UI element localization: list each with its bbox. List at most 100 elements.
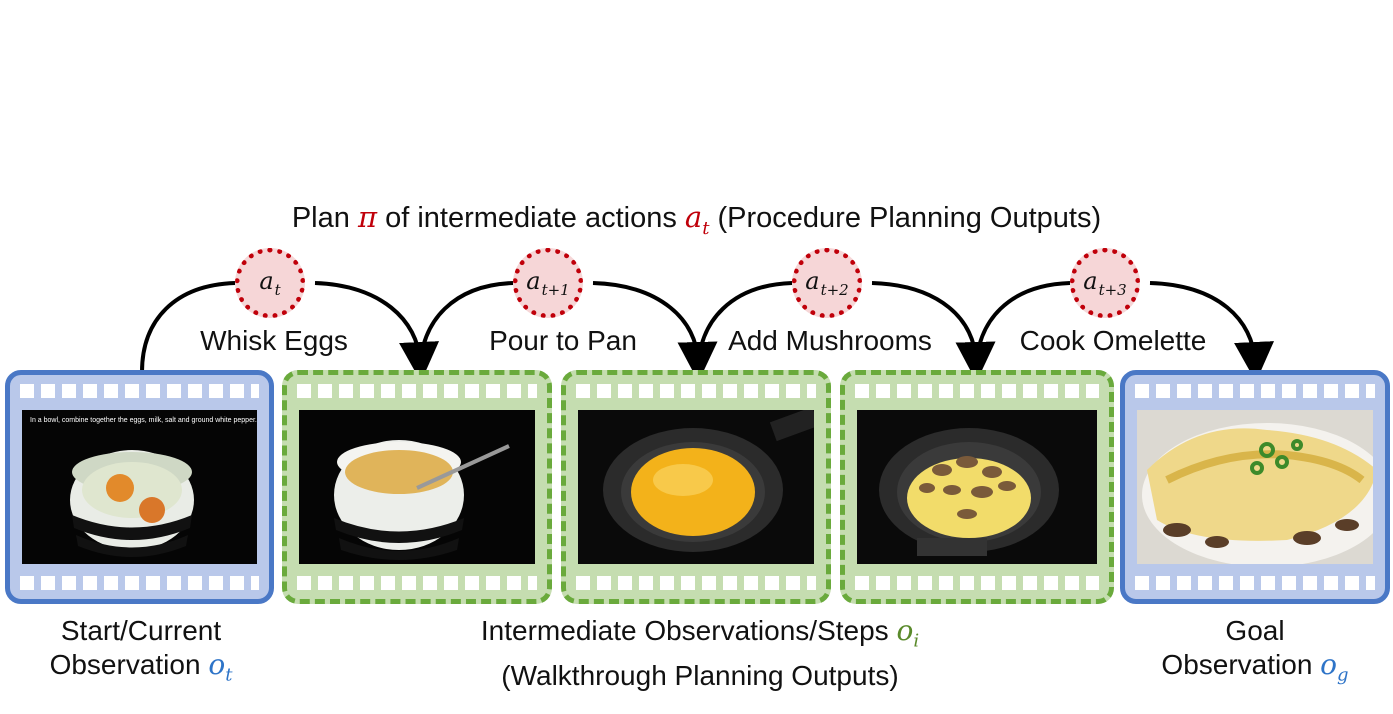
goal-observation-caption: Goal Observation og (1120, 614, 1390, 693)
film-hole (1023, 576, 1037, 590)
film-hole (167, 384, 181, 398)
film-hole (1345, 576, 1359, 590)
goal-observation-frame (1120, 370, 1390, 604)
start-image-caption: In a bowl, combine together the eggs, mi… (30, 417, 257, 424)
start-observation-caption: Start/Current Observation ot (0, 614, 282, 693)
action-node-3: at+3 (1070, 248, 1140, 318)
film-hole (297, 576, 311, 590)
film-hole (1219, 384, 1233, 398)
film-hole (765, 576, 779, 590)
action-label-3: Cook Omelette (983, 325, 1243, 357)
film-holes-bottom (20, 576, 259, 590)
film-hole (230, 384, 244, 398)
film-hole (1240, 576, 1254, 590)
film-hole (660, 576, 674, 590)
film-hole (444, 384, 458, 398)
film-hole (1366, 576, 1375, 590)
film-hole (209, 384, 223, 398)
film-hole (960, 576, 974, 590)
start-observation-image: In a bowl, combine together the eggs, mi… (22, 410, 257, 564)
film-hole (1156, 384, 1170, 398)
film-hole (188, 384, 202, 398)
film-hole (402, 384, 416, 398)
film-hole (381, 576, 395, 590)
film-hole (230, 576, 244, 590)
film-hole (83, 576, 97, 590)
film-hole (765, 384, 779, 398)
film-hole (1065, 576, 1079, 590)
film-hole (1303, 576, 1317, 590)
action-label-2: Add Mushrooms (700, 325, 960, 357)
film-hole (897, 576, 911, 590)
film-hole (1044, 576, 1058, 590)
film-hole (1086, 384, 1099, 398)
intermediate-observation-frame-1 (282, 370, 552, 604)
film-hole (1198, 576, 1212, 590)
film-hole (146, 576, 160, 590)
film-hole (444, 576, 458, 590)
intermediate-observation-frame-3 (840, 370, 1114, 604)
film-hole (807, 576, 816, 590)
film-hole (1086, 576, 1099, 590)
film-hole (339, 384, 353, 398)
film-hole (618, 384, 632, 398)
film-holes-top (20, 384, 259, 398)
film-hole (939, 576, 953, 590)
film-hole (1261, 576, 1275, 590)
film-hole (597, 576, 611, 590)
film-hole (1324, 576, 1338, 590)
film-hole (1198, 384, 1212, 398)
film-hole (681, 576, 695, 590)
film-hole (1240, 384, 1254, 398)
film-hole (209, 576, 223, 590)
film-hole (1261, 384, 1275, 398)
film-hole (744, 576, 758, 590)
film-hole (702, 576, 716, 590)
film-hole (251, 384, 259, 398)
film-hole (1177, 576, 1191, 590)
film-hole (918, 576, 932, 590)
film-hole (486, 576, 500, 590)
film-hole (423, 576, 437, 590)
film-hole (507, 576, 521, 590)
film-hole (41, 384, 55, 398)
film-hole (146, 384, 160, 398)
film-hole (104, 384, 118, 398)
film-hole (723, 576, 737, 590)
film-hole (1044, 384, 1058, 398)
film-hole (360, 384, 374, 398)
film-hole (618, 576, 632, 590)
film-hole (1324, 384, 1338, 398)
film-hole (702, 384, 716, 398)
eggs-in-pan-image (578, 410, 814, 564)
action-label-0: Whisk Eggs (144, 325, 404, 357)
film-hole (167, 576, 181, 590)
film-hole (855, 384, 869, 398)
film-hole (681, 384, 695, 398)
film-hole (318, 576, 332, 590)
film-hole (807, 384, 816, 398)
film-hole (41, 576, 55, 590)
film-hole (723, 384, 737, 398)
action-label-1: Pour to Pan (433, 325, 693, 357)
film-hole (960, 384, 974, 398)
film-hole (423, 384, 437, 398)
omelette-image (1137, 410, 1373, 564)
film-hole (125, 576, 139, 590)
action-node-1: at+1 (513, 248, 583, 318)
film-hole (465, 384, 479, 398)
film-hole (528, 576, 537, 590)
film-hole (576, 576, 590, 590)
film-hole (660, 384, 674, 398)
film-hole (1002, 576, 1016, 590)
film-hole (1366, 384, 1375, 398)
film-hole (20, 576, 34, 590)
film-hole (297, 384, 311, 398)
film-hole (939, 384, 953, 398)
film-hole (507, 384, 521, 398)
film-hole (918, 384, 932, 398)
film-hole (1135, 384, 1149, 398)
film-hole (318, 384, 332, 398)
film-hole (639, 384, 653, 398)
